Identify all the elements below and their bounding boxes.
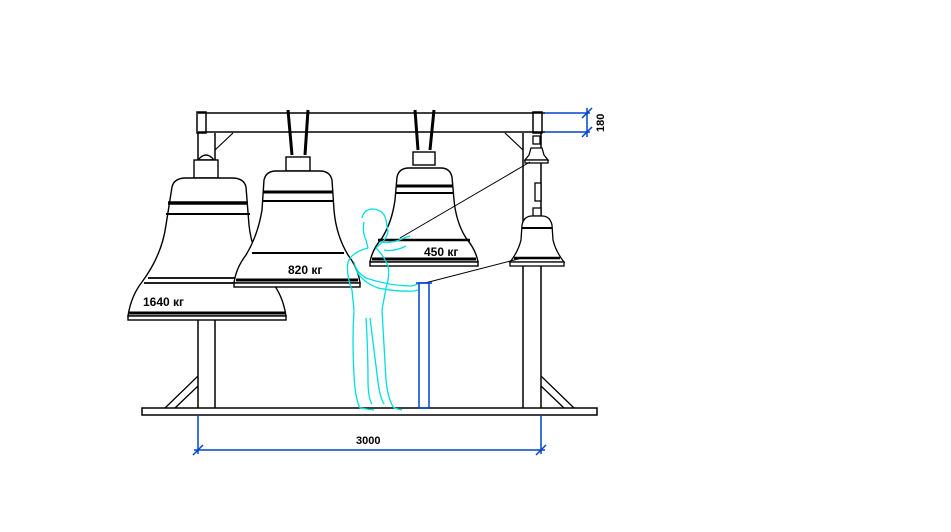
clapper-rod	[534, 182, 542, 202]
rope-lines	[399, 161, 531, 284]
width-dimension	[192, 415, 547, 456]
bell-small	[369, 109, 479, 267]
bell-medium-label: 820 кг	[288, 263, 322, 277]
top-braces	[214, 132, 524, 151]
pedal-post	[416, 282, 432, 409]
bell-ringer-figure	[346, 208, 419, 411]
bell-tiny-top	[523, 135, 550, 164]
right-post	[522, 133, 542, 408]
ground-braces	[164, 375, 575, 409]
ground-beam	[141, 407, 598, 416]
height-dimension-label: 180	[595, 114, 607, 132]
bell-tiny-bottom	[508, 207, 566, 267]
bell-medium	[233, 109, 361, 288]
width-dimension-label: 3000	[356, 435, 380, 447]
bell-small-label: 450 кг	[424, 245, 458, 259]
top-beam	[196, 111, 545, 134]
height-dimension	[545, 107, 593, 138]
bell-large-label: 1640 кг	[143, 295, 184, 309]
